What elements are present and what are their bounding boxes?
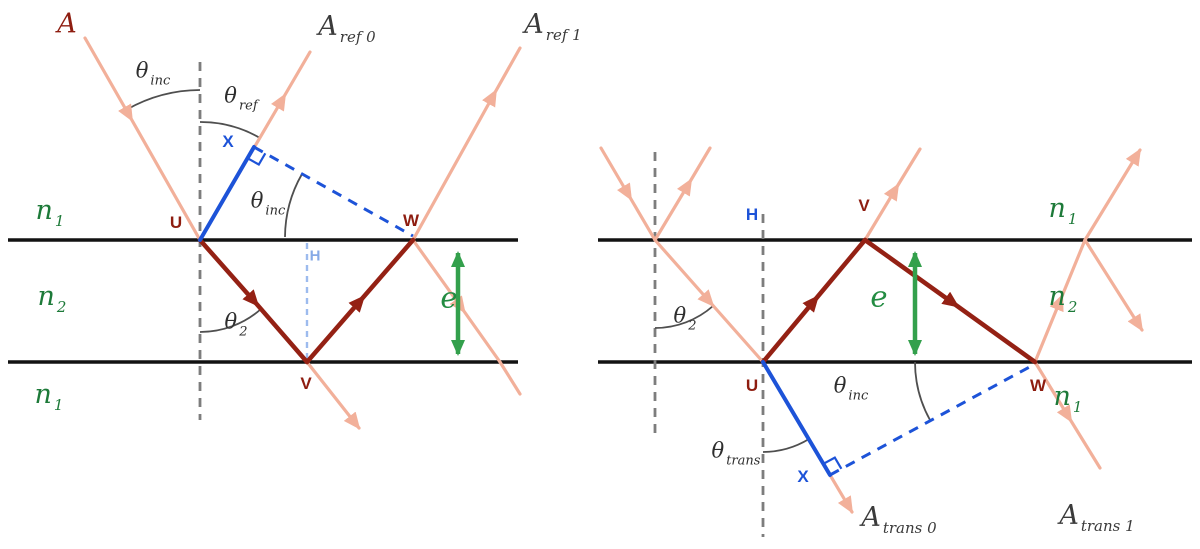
label-sub: ref 0 [339, 28, 376, 46]
right-incident-ray [599, 146, 657, 242]
label-base: n [37, 281, 55, 312]
right-perpendicular-ux [761, 360, 832, 477]
left-n1-top-label: n 1 [36, 197, 65, 229]
right-film-ray-u-to-v [760, 237, 868, 365]
left-a-ref-0-label: A ref 0 [318, 13, 375, 45]
right-film-ray-entry-to-u [653, 238, 765, 364]
right-n2-label: n 2 [1049, 283, 1078, 315]
right-n1-bottom-label: n 1 [1054, 383, 1083, 415]
label-sub: ref 1 [545, 26, 582, 44]
right-reflected-ray-at-entry [653, 146, 712, 242]
label-sub: inc [150, 73, 171, 89]
left-wavefront-xw [253, 145, 414, 238]
right-theta-2-label: θ 2 [673, 303, 697, 334]
label-base: n [35, 195, 53, 226]
left-theta-2-label: θ 2 [224, 309, 248, 340]
left-incident-ray [83, 36, 202, 242]
left-reflected-ray-1 [411, 46, 522, 242]
label-sub: 1 [54, 212, 65, 230]
right-point-v-label: V [858, 196, 870, 215]
label-base: θ [135, 58, 149, 83]
label-base: A [57, 8, 77, 40]
right-arc-theta-trans [762, 438, 810, 453]
label-base: θ [673, 303, 687, 328]
label-base: θ [224, 83, 237, 108]
label-sub: 2 [56, 298, 67, 316]
right-thickness-label: e [870, 279, 888, 314]
label-base: θ [711, 438, 725, 463]
label-sub: trans 0 [882, 519, 937, 537]
label-sub: 2 [239, 324, 248, 340]
right-theta-inc-label: θ inc [833, 373, 869, 404]
right-arc-theta-2 [654, 305, 714, 329]
left-theta-inc-mid-label: θ inc [250, 188, 286, 219]
label-base: A [861, 502, 881, 533]
right-point-u-label: U [745, 376, 759, 395]
right-film-ray-v-to-w [862, 237, 1038, 365]
left-point-w-label: W [402, 211, 420, 230]
label-base: θ [250, 188, 264, 213]
right-a-trans-0-label: A trans 0 [861, 504, 936, 536]
label-base: θ [224, 309, 238, 334]
left-perpendicular-ux [198, 145, 256, 242]
label-sub: ref [238, 98, 258, 114]
right-wavefront-xw [829, 362, 1036, 477]
right-transmitted-ray-upper-right [1083, 148, 1142, 242]
right-n1-top-label: n 1 [1049, 195, 1078, 227]
right-diagram [598, 146, 1192, 537]
left-arc-theta-2 [199, 308, 262, 333]
left-arc-theta-inc-top [125, 89, 201, 111]
label-sub: 2 [1067, 298, 1078, 316]
right-arc-theta-inc [914, 361, 931, 421]
right-transmitted-ray-a-trans-1 [1033, 360, 1102, 470]
right-point-x-label: X [797, 467, 809, 486]
left-diagram [8, 36, 522, 430]
label-sub: 1 [1072, 398, 1083, 416]
right-point-w-label: W [1029, 376, 1047, 395]
left-film-ray-u-to-v [197, 237, 310, 365]
left-point-v-label: V [300, 374, 312, 393]
label-base: n [34, 379, 52, 410]
left-point-h-label: H [309, 247, 321, 265]
label-base: n [1048, 193, 1066, 224]
right-point-h-label: H [745, 205, 759, 224]
left-right-angle-marker [246, 152, 267, 166]
label-base: θ [833, 373, 847, 398]
left-point-u-label: U [169, 213, 183, 232]
right-right-angle-marker [822, 456, 843, 470]
right-theta-trans-label: θ trans [711, 438, 761, 469]
right-film-ray-lower-right [1083, 238, 1144, 332]
label-base: n [1053, 381, 1071, 412]
left-theta-inc-top-label: θ inc [135, 58, 171, 89]
left-incident-ray-label: A [57, 11, 77, 38]
left-a-ref-1-label: A ref 1 [524, 11, 581, 43]
label-base: A [318, 11, 338, 42]
label-sub: 1 [1067, 210, 1078, 228]
right-film-ray-w-up [1033, 238, 1087, 364]
label-base: A [524, 9, 544, 40]
right-transmitted-ray-above-v [863, 147, 922, 242]
left-n2-label: n 2 [38, 283, 67, 315]
left-film-ray-v-to-w [304, 237, 416, 365]
label-base: e [440, 280, 458, 315]
label-sub: 1 [53, 396, 64, 414]
left-arc-theta-ref [199, 121, 261, 139]
label-sub: inc [848, 388, 869, 404]
label-sub: 2 [688, 318, 697, 334]
label-base: n [1048, 281, 1066, 312]
label-base: e [870, 279, 888, 314]
left-arc-theta-inc-mid [284, 173, 303, 238]
label-sub: inc [265, 203, 286, 219]
label-sub: trans 1 [1080, 517, 1135, 535]
label-base: A [1059, 500, 1079, 531]
left-point-x-label: X [222, 132, 234, 151]
left-n1-bottom-label: n 1 [35, 381, 64, 413]
right-a-trans-1-label: A trans 1 [1059, 502, 1134, 534]
left-thickness-label: e [440, 280, 458, 315]
left-transmitted-ray-below-v [305, 360, 361, 430]
left-theta-ref-label: θ ref [224, 83, 258, 114]
left-exit-ray-below-w [498, 360, 522, 396]
label-sub: trans [726, 453, 761, 469]
